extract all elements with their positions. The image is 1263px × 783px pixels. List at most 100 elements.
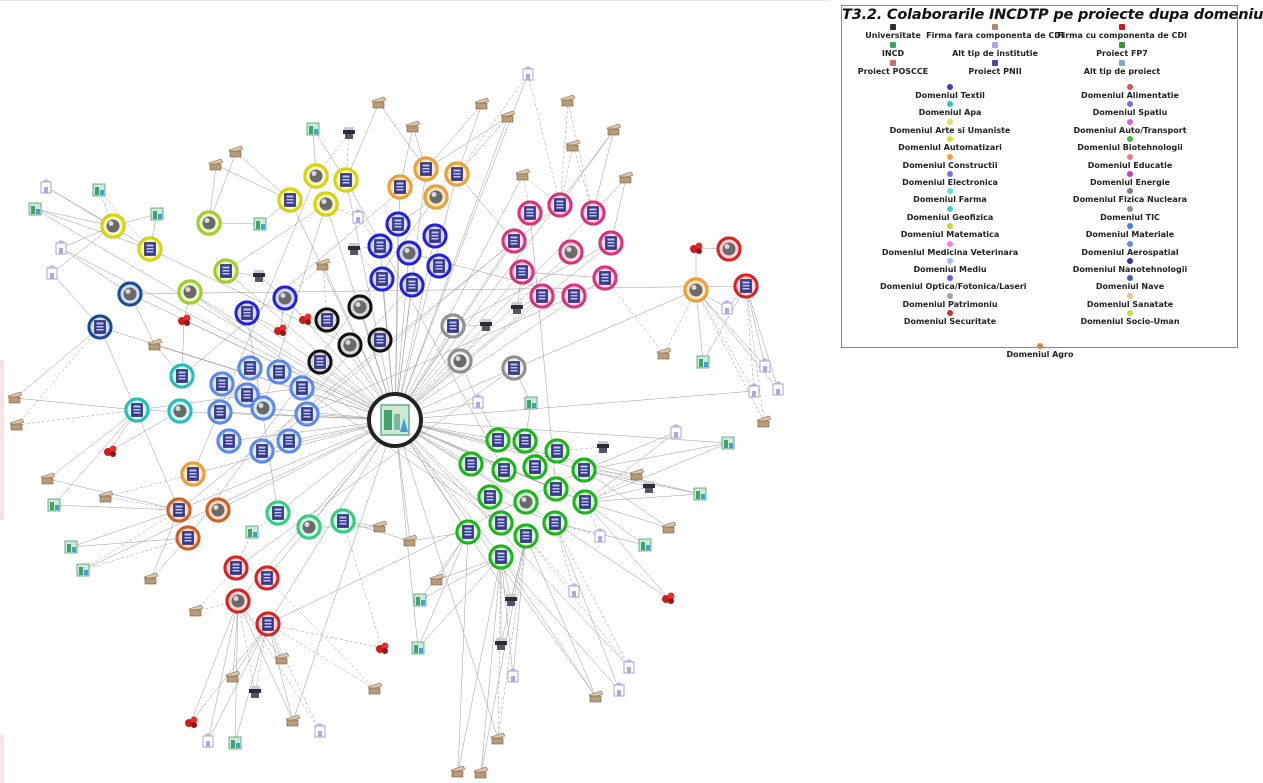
- legend-domain-item: Domeniul TIC: [1060, 205, 1200, 222]
- graph-edge: [394, 419, 502, 558]
- legend-domain-label: Domeniul Optica/Fotonica/Laseri: [880, 282, 1027, 292]
- legend-domain-item: Domeniul Socio-Uman: [1060, 310, 1200, 326]
- legend-type-icon: [992, 60, 998, 66]
- legend-domain-label: Domeniul Alimentatie: [1081, 91, 1179, 100]
- project-node-document: [522, 454, 548, 480]
- project-node-document: [333, 167, 359, 193]
- project-node-generic: [683, 277, 709, 303]
- legend-domain-label: Domeniul Textil: [915, 91, 985, 100]
- graph-edge: [394, 242, 612, 421]
- graph-edge: [266, 419, 396, 579]
- graph-edge: [522, 174, 561, 206]
- institution-icon: [568, 583, 580, 598]
- graph-edge: [190, 623, 269, 723]
- left-edge-artifact: [0, 360, 4, 520]
- legend-domain-item: Domeniul Fizica Nucleara: [1060, 188, 1200, 204]
- graph-edge: [500, 556, 514, 677]
- graph-edge: [189, 291, 527, 537]
- graph-edge: [34, 208, 151, 250]
- graph-edge: [584, 493, 701, 503]
- graph-edge: [16, 409, 138, 426]
- legend-domain-label: Domeniul Auto/Transport: [1073, 125, 1187, 135]
- graph-edge: [345, 179, 505, 471]
- legend-domain-label: Domeniul Arte si Umaniste: [889, 125, 1011, 135]
- firm-cdi-icon: [178, 314, 191, 326]
- project-node-generic: [100, 213, 126, 239]
- legend-domain-label: Domeniul Farma: [913, 195, 987, 205]
- legend-domain-icon: [1127, 118, 1133, 125]
- firm-icon: [228, 145, 244, 158]
- legend-domain-label: Domeniul Patrimoniu: [902, 299, 998, 309]
- legend-domain-label: Domeniul Securitate: [903, 317, 997, 327]
- legend-domain-label: Domeniul Biotehnologii: [1077, 143, 1183, 153]
- graph-edge: [425, 116, 509, 170]
- graph-edge: [136, 387, 303, 411]
- legend-domain-icon: [1127, 188, 1133, 195]
- graph-edge: [572, 145, 594, 214]
- graph-edge: [60, 247, 131, 295]
- project-node-generic: [167, 398, 193, 424]
- project-node-document: [444, 161, 470, 187]
- graph-edge: [292, 419, 396, 722]
- graph-edge: [554, 522, 601, 537]
- incd-icon: [411, 641, 425, 655]
- legend-panel: T3.2. Colaborarile INCDTP pe proiecte du…: [841, 5, 1263, 359]
- graph-edge: [527, 73, 561, 206]
- graph-edge: [53, 504, 180, 511]
- firm-icon: [661, 521, 677, 534]
- legend-domain-icon: [1127, 84, 1133, 90]
- legend-domain-icon: [947, 205, 953, 212]
- legend-type-icon: [1119, 42, 1125, 48]
- graph-edge: [267, 623, 321, 732]
- firm-icon: [372, 520, 388, 533]
- graph-edge: [14, 397, 138, 411]
- university-icon: [505, 594, 517, 606]
- institution-icon: [507, 668, 519, 683]
- graph-edge: [592, 129, 615, 214]
- legend-type-label: Proiect POSCCE: [857, 67, 929, 76]
- institution-icon: [352, 209, 364, 224]
- legend-title: T3.2. Colaborarile INCDTP pe proiecte du…: [842, 7, 1263, 23]
- university-icon: [643, 481, 655, 493]
- legend-type-item: Universitate: [823, 24, 963, 40]
- project-node-document: [426, 253, 452, 279]
- legend-domain-icon: [1127, 136, 1133, 143]
- project-node-document: [571, 457, 597, 483]
- legend-domain-item: Domeniul Geofizica: [880, 205, 1020, 222]
- project-node-document: [488, 544, 514, 570]
- graph-edge: [149, 248, 351, 346]
- graph-edge: [583, 431, 677, 471]
- graph-edge: [394, 173, 458, 421]
- firm-icon: [143, 572, 159, 585]
- top-border: [0, 0, 830, 1]
- legend-domain-icon: [1037, 342, 1043, 349]
- firm-icon: [474, 97, 490, 110]
- graph-edge: [235, 367, 515, 569]
- graph-edge: [394, 271, 523, 421]
- project-node-document: [455, 519, 481, 545]
- legend-domain-label: Domeniul Spatiu: [1092, 108, 1168, 118]
- university-icon: [348, 243, 360, 255]
- institution-icon: [759, 358, 771, 373]
- graph-edge: [394, 73, 529, 421]
- graph-edge: [745, 285, 766, 367]
- graph-edge: [53, 409, 138, 506]
- institution-icon: [522, 66, 534, 81]
- legend-type-label: Alt tip de proiect: [1083, 67, 1161, 76]
- graph-edge: [394, 289, 697, 421]
- legend-domain-item: Domeniul Medicina Veterinara: [880, 240, 1020, 257]
- legend-domain-label: Domeniul Materiale: [1085, 230, 1175, 240]
- institution-icon: [670, 424, 682, 439]
- firm-icon: [40, 472, 56, 485]
- project-node-document: [491, 457, 517, 483]
- graph-edge: [745, 285, 755, 392]
- firm-icon: [560, 94, 576, 107]
- project-node-document: [289, 375, 315, 401]
- graph-edge: [394, 419, 729, 444]
- firm-icon: [473, 766, 489, 779]
- project-node-document: [277, 187, 303, 213]
- firm-cdi-icon: [690, 242, 703, 254]
- graph-edge: [583, 442, 729, 471]
- legend-domain-label: Domeniul Electronica: [902, 178, 998, 187]
- graph-edge: [34, 208, 114, 227]
